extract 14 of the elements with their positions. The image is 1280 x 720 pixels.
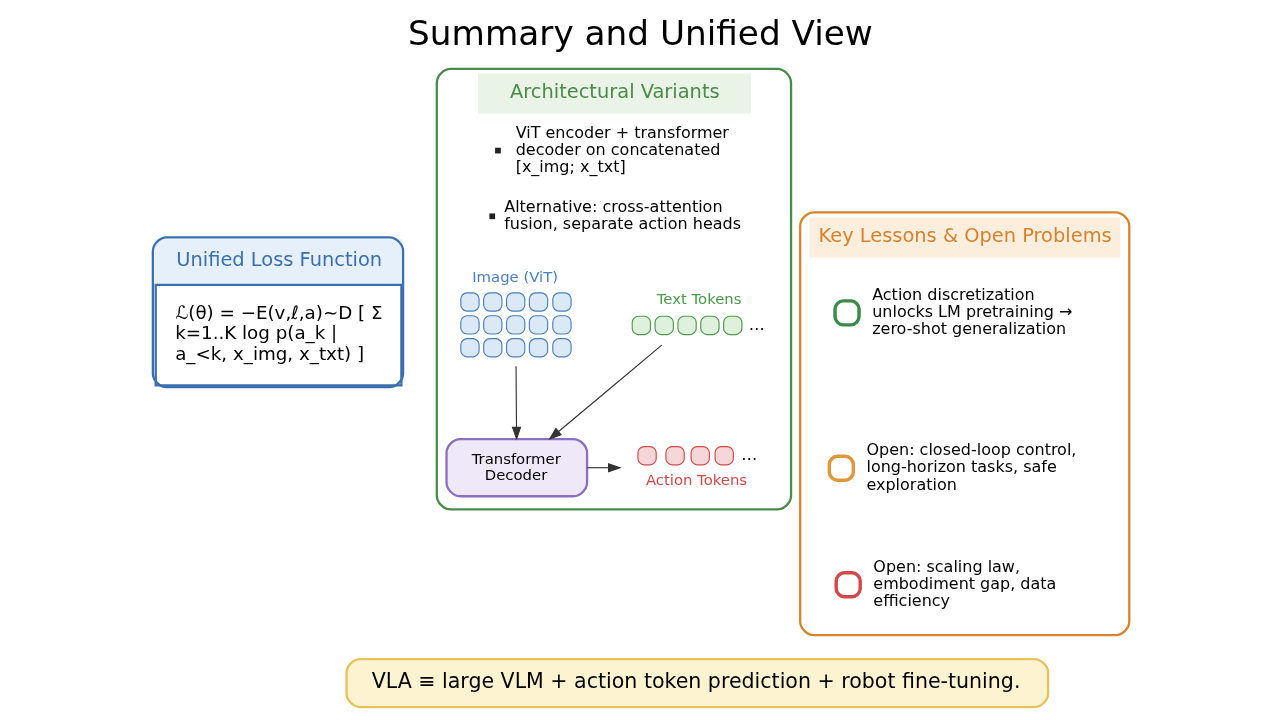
node-label: Open: closed-loop control, long-horizon tasks, safe exploration [865,440,1076,494]
node-label: … [740,444,757,464]
node-label: Open: scaling law, embodiment gap, data efficiency [872,556,1056,611]
node-label: Action discretization unlocks LM pretraining → zero-shot generalization [871,284,1072,339]
arrow [511,365,521,441]
arrow [547,344,662,441]
node-label: … [748,314,765,334]
diagram-title: Summary and Unified View [407,12,873,53]
node-box: Transformer Decoder [444,438,588,498]
arrow [586,462,622,473]
node-box: VLA ≡ large VLM + action token prediction + robot fine-tuning. [344,657,1049,709]
node-label: Action Tokens [645,471,747,490]
node-label: Text Tokens [656,289,741,308]
node-label: Image (ViT) [471,267,558,286]
